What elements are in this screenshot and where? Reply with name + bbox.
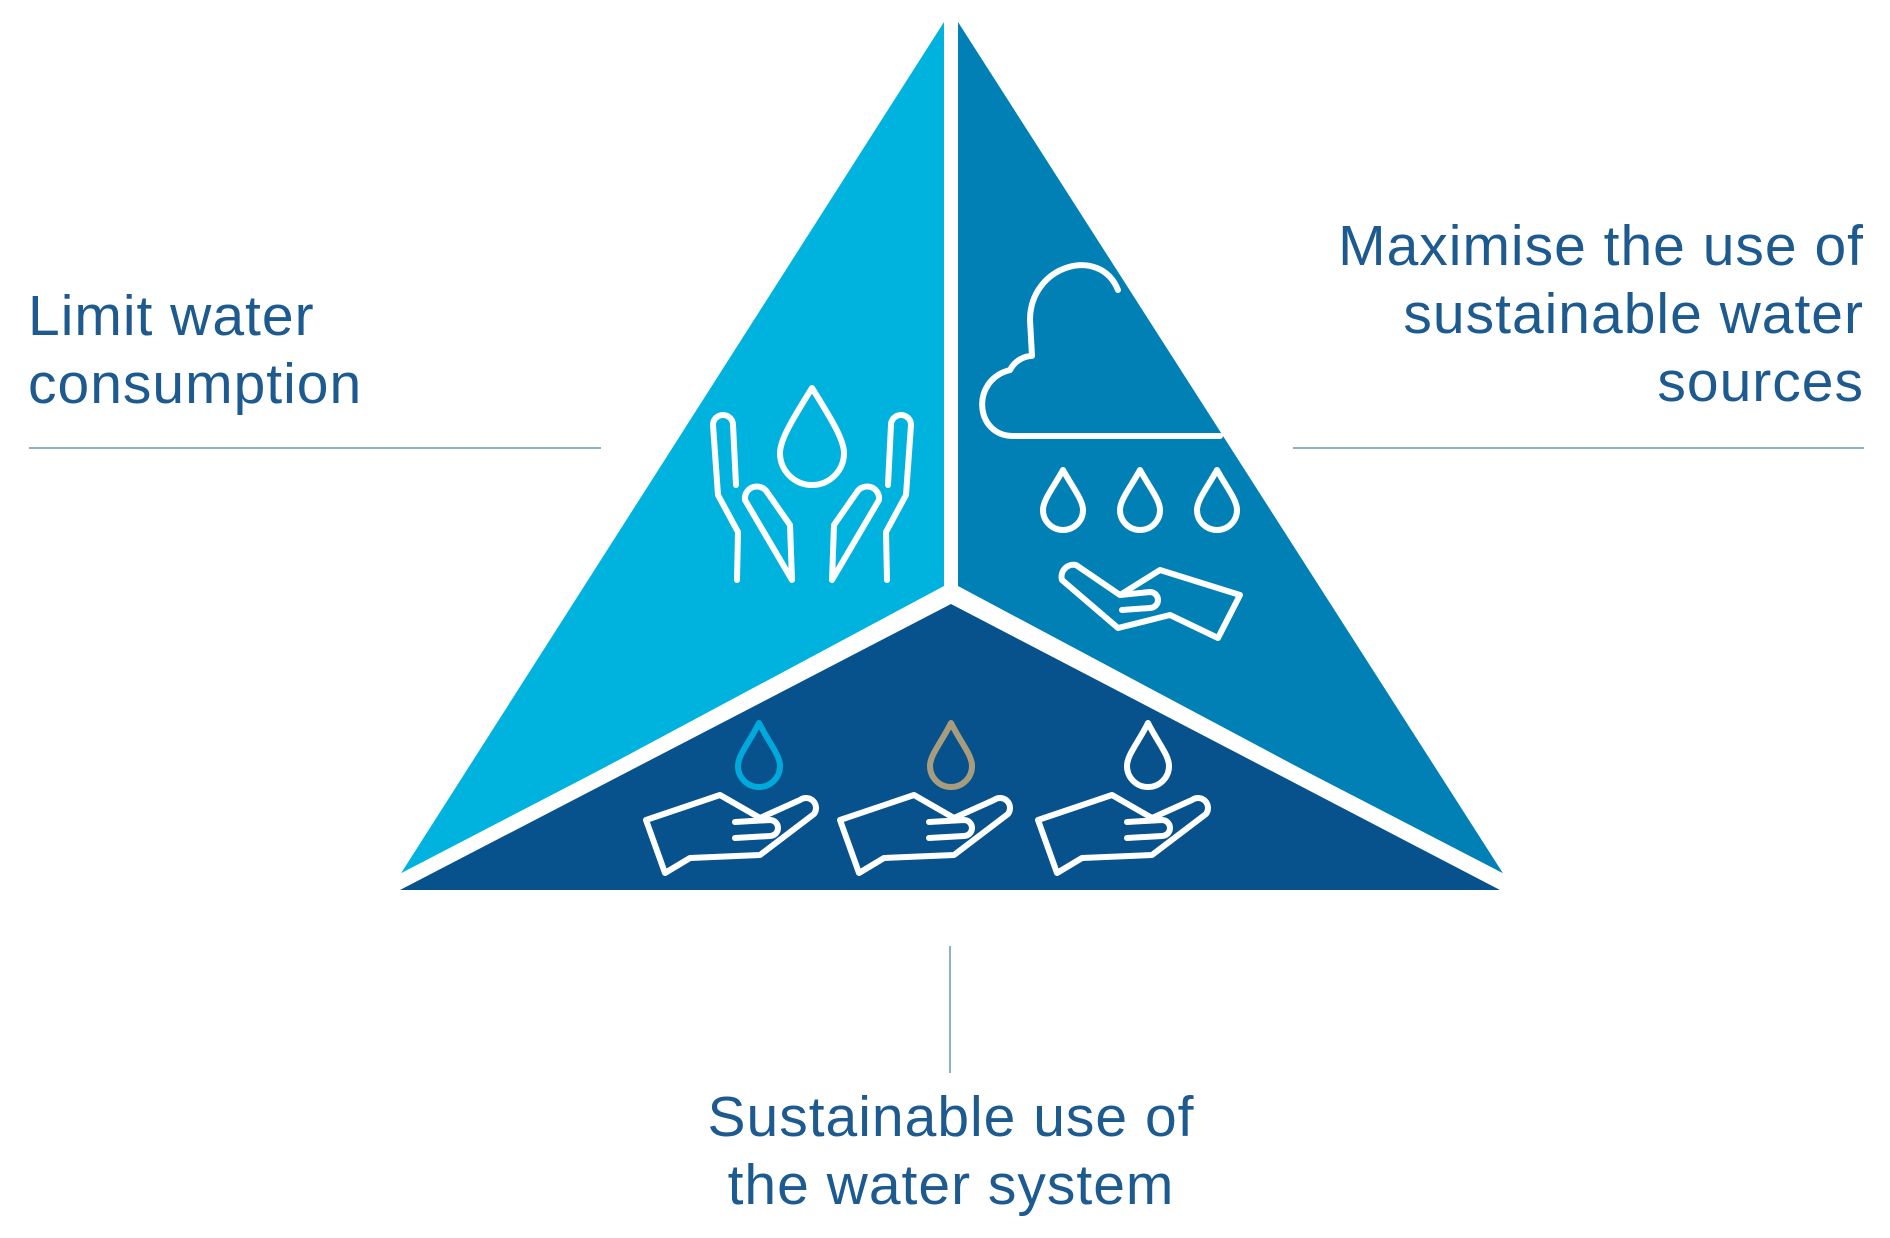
- segment-sustainable-system: [400, 604, 1500, 890]
- label-line: the water system: [727, 1153, 1175, 1217]
- label-line: Limit water: [28, 284, 315, 348]
- drop-white-icon: [1124, 720, 1172, 790]
- label-line: Maximise the use of: [1338, 214, 1864, 278]
- segment-limit-consumption: [398, 22, 944, 878]
- hand-icon: [837, 792, 1013, 876]
- label-line: sources: [1657, 350, 1864, 414]
- label-sustainable-water-system: Sustainable use of the water system: [0, 1083, 1890, 1219]
- label-limit-water-consumption: Limit water consumption: [28, 282, 362, 418]
- drop-blue-icon: [735, 720, 783, 790]
- three-hands-drops-icon: [643, 720, 1211, 876]
- segment-dividers: [393, 18, 1511, 887]
- hand-icon: [1035, 792, 1211, 876]
- label-line: Sustainable use of: [707, 1085, 1195, 1149]
- label-line: consumption: [28, 352, 363, 416]
- hand-icon: [643, 792, 819, 876]
- cloud-rain-hand-icon: [979, 262, 1243, 641]
- label-maximise-sustainable-sources: Maximise the use of sustainable water so…: [1338, 212, 1864, 416]
- drop-gold-icon: [927, 720, 975, 790]
- segment-sustainable-sources: [958, 22, 1506, 878]
- label-line: sustainable water: [1403, 282, 1864, 346]
- hands-holding-drop-icon: [710, 385, 914, 583]
